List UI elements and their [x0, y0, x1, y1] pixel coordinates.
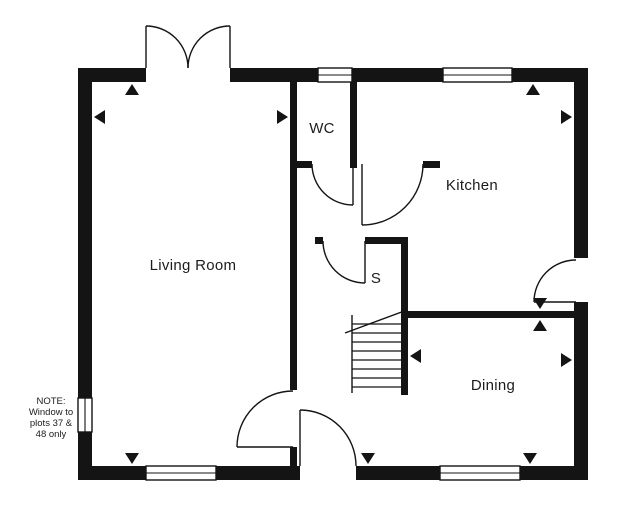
- wc-door: [311, 163, 354, 206]
- wall-segment: [78, 432, 92, 480]
- wall-segment: [78, 466, 146, 480]
- marker-down-icon: [125, 453, 139, 464]
- wall-segment: [356, 466, 440, 480]
- note-line: plots 37 &: [30, 418, 73, 429]
- front-double-door: [145, 25, 231, 69]
- living-room-divider-wall-stub: [290, 447, 297, 466]
- marker-right-icon: [561, 110, 572, 124]
- wall-segment: [78, 68, 146, 82]
- rear-door-right: [533, 259, 577, 303]
- wall-segment: [78, 68, 92, 398]
- store-stairs-right-wall: [401, 237, 408, 395]
- kitchen-door-jamb-wall: [423, 161, 440, 168]
- marker-down-icon: [361, 453, 375, 464]
- wall-segment: [230, 68, 318, 82]
- marker-down-icon: [533, 298, 547, 309]
- marker-left-icon: [94, 110, 105, 124]
- note-line: 48 only: [36, 429, 67, 440]
- window-top-small: [317, 67, 353, 83]
- marker-right-icon: [561, 353, 572, 367]
- wall-segment: [520, 466, 588, 480]
- marker-down-icon: [523, 453, 537, 464]
- room-labels: Living Room WC Kitchen S Dining: [150, 120, 515, 394]
- exterior-walls: [78, 68, 588, 480]
- windows: [77, 67, 521, 481]
- wc-label: WC: [309, 120, 335, 137]
- kitchen-label: Kitchen: [446, 177, 498, 194]
- marker-left-icon: [410, 349, 421, 363]
- stair-break-line: [344, 309, 408, 334]
- note-line: NOTE:: [36, 396, 65, 407]
- window-left-plots-note: [77, 397, 93, 433]
- living-room-label: Living Room: [150, 257, 237, 274]
- window-top-kitchen: [442, 67, 513, 83]
- store-label: S: [371, 270, 381, 287]
- staircase: [344, 309, 408, 393]
- doors: [145, 25, 577, 467]
- interior-walls: [290, 82, 588, 466]
- plot-note: NOTE: Window to plots 37 & 48 only: [29, 396, 73, 440]
- wc-right-wall: [350, 82, 357, 168]
- living-room-divider-wall: [290, 82, 297, 390]
- markers: [94, 84, 572, 464]
- window-bottom-dining: [439, 465, 521, 481]
- wall-segment: [574, 302, 588, 480]
- marker-up-icon: [533, 320, 547, 331]
- living-room-door: [236, 390, 294, 448]
- wall-segment: [216, 466, 300, 480]
- note-line: Window to: [29, 407, 73, 418]
- hall-bottom-door: [299, 409, 357, 467]
- store-top-wall-stub: [315, 237, 323, 244]
- marker-up-icon: [125, 84, 139, 95]
- wc-bottom-wall: [290, 161, 312, 168]
- dining-label: Dining: [471, 377, 515, 394]
- wall-segment: [574, 68, 588, 258]
- window-bottom-living: [145, 465, 217, 481]
- marker-up-icon: [526, 84, 540, 95]
- store-top-wall: [365, 237, 408, 244]
- kitchen-dining-divider-wall: [408, 311, 588, 318]
- kitchen-door: [361, 163, 424, 226]
- wall-segment: [352, 68, 443, 82]
- marker-right-icon: [277, 110, 288, 124]
- wall-segment: [512, 68, 588, 82]
- store-door: [322, 240, 366, 284]
